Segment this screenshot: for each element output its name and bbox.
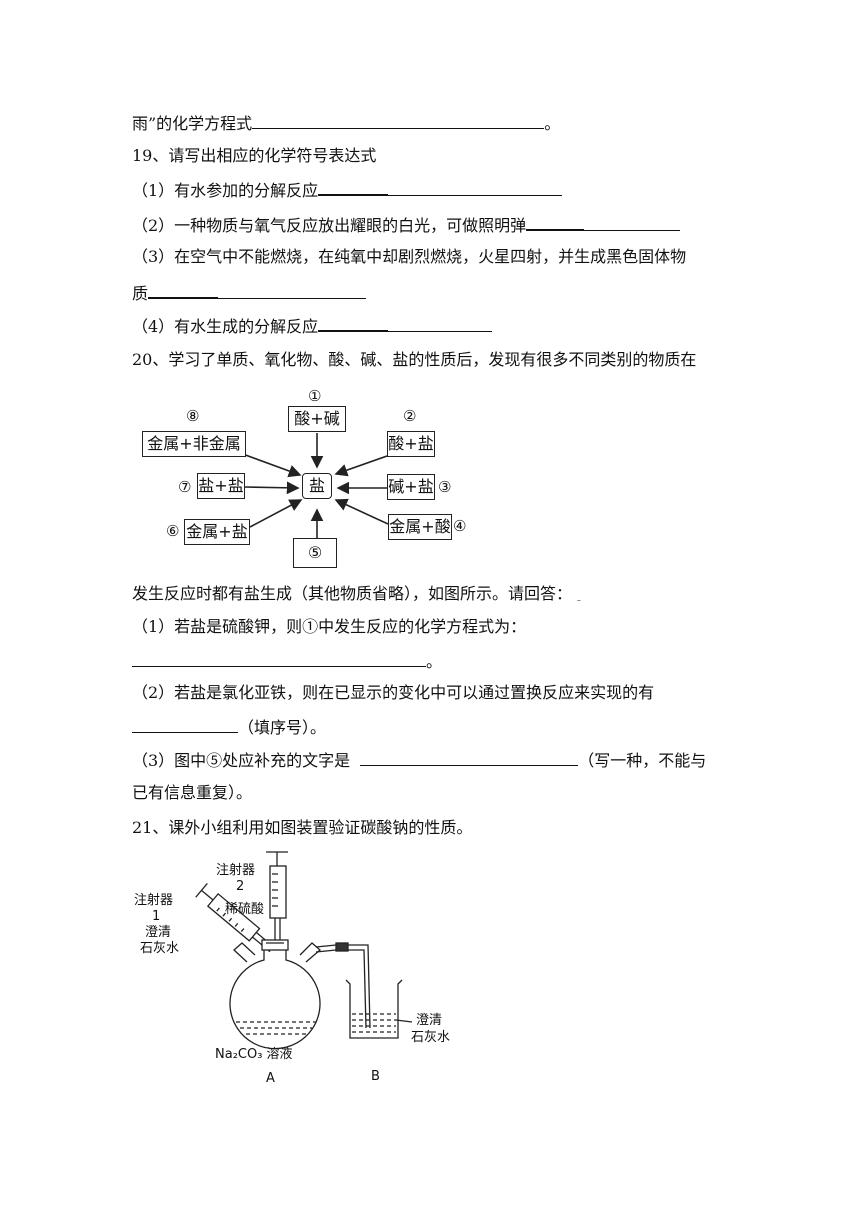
syringe-1-label: 注射器	[134, 892, 173, 908]
apparatus-label-a: A	[266, 1071, 275, 1086]
flask-left-neck	[233, 942, 256, 963]
box-1-acid-base: 酸+碱	[288, 406, 346, 432]
limewater-1-label-a: 澄清	[145, 925, 171, 940]
label-num-3: ③	[438, 478, 452, 496]
box-7-salt-salt: 盐+盐	[197, 473, 245, 499]
delivery-tube	[315, 944, 371, 1029]
q19-item-1-text: （1）有水参加的分解反应	[132, 181, 319, 200]
label-num-1: ①	[308, 387, 322, 405]
q20-sub-1: （1）若盐是硫酸钾，则①中发生反应的化学方程式为：	[132, 617, 527, 636]
syringe-2-number: 2	[236, 879, 244, 894]
limewater-2-label-a: 澄清	[416, 1013, 442, 1028]
label-num-4: ④	[453, 517, 467, 535]
q20-sub-2-end: （填序号）。	[238, 718, 327, 737]
box-4-metal-acid: 金属+酸	[388, 514, 452, 540]
q19-item-4-blank-b[interactable]	[388, 315, 493, 332]
q20-sub-1-end: 。	[426, 652, 443, 671]
q20-sub-2-answer: （填序号）。	[132, 716, 326, 739]
q20-sub-2-blank[interactable]	[132, 716, 238, 733]
q20-sub-3-cont: 已有信息重复）。	[132, 783, 253, 802]
q20-sub-1-answer: 。	[132, 650, 442, 673]
q19-item-4-text: （4）有水生成的分解反应	[132, 317, 319, 336]
q19-item-3-blank-a[interactable]	[148, 281, 219, 299]
label-num-7: ⑦	[178, 478, 192, 496]
q20-after-diagram: 发生反应时都有盐生成（其他物质省略），如图所示。请回答： ˍ	[132, 584, 582, 603]
acid-label: 稀硫酸	[225, 902, 264, 917]
q20-sub-3-blank[interactable]	[360, 749, 579, 766]
limewater-2-label-b: 石灰水	[411, 1030, 450, 1045]
arrow-6	[249, 499, 303, 528]
box-8-metal-nonmetal: 金属+非金属	[142, 431, 246, 457]
q21-title: 21、课外小组利用如图装置验证碳酸钠的性质。	[132, 818, 473, 837]
q20-sub-1-blank[interactable]	[132, 650, 426, 667]
q19-item-2-blank-a[interactable]	[526, 213, 585, 231]
flask-body	[229, 948, 321, 1050]
q19-item-3-blank-b[interactable]	[218, 282, 367, 299]
box-2-acid-salt: 酸+盐	[387, 431, 435, 457]
q20-sub-2: （2）若盐是氯化亚铁，则在已显示的变化中可以通过置换反应来实现的有	[132, 683, 655, 702]
syringe-2-label: 注射器	[216, 862, 255, 878]
box-5-blank: ⑤	[293, 538, 337, 568]
q19-item-4: （4）有水生成的分解反应	[132, 314, 493, 338]
q19-title: 19、请写出相应的化学符号表达式	[132, 146, 377, 165]
q18-text: 雨”的化学方程式	[132, 114, 253, 133]
arrow-2	[334, 455, 388, 477]
arrow-7	[244, 481, 300, 495]
label-num-6: ⑥	[166, 522, 180, 540]
q18-answer-blank[interactable]	[252, 112, 545, 129]
q19-item-3: （3）在空气中不能燃烧，在纯氧中却剧烈燃烧，火星四射，并生成黑色固体物	[132, 247, 687, 266]
arrow-8	[239, 452, 302, 478]
q19-item-2-text: （2）一种物质与氧气反应放出耀眼的白光，可做照明弹	[132, 216, 527, 235]
q20-title: 20、学习了单质、氧化物、酸、碱、盐的性质后，发现有很多不同类别的物质在	[132, 350, 697, 369]
q18-end: 。	[544, 114, 561, 133]
syringe-2-barrel	[269, 865, 287, 919]
label-num-5: ⑤	[307, 543, 323, 562]
q20-sub-3-text: （3）图中⑤处应补充的文字是	[132, 751, 351, 770]
arrow-4	[334, 498, 389, 525]
syringe-1-number: 1	[152, 909, 160, 924]
q19-item-3-cont: 质	[132, 281, 367, 305]
q20-sub-3: （3）图中⑤处应补充的文字是 （写一种，不能与	[132, 749, 706, 772]
limewater-1-label-b: 石灰水	[140, 941, 179, 956]
solution-label: Na₂CO₃ 溶液	[215, 1047, 293, 1062]
q18-equation-line: 雨”的化学方程式 。	[132, 112, 560, 135]
box-6-metal-salt: 金属+盐	[184, 519, 250, 545]
beaker	[345, 979, 403, 1039]
q19-item-3-cont-text: 质	[132, 284, 149, 303]
q19-item-2: （2）一种物质与氧气反应放出耀眼的白光，可做照明弹	[132, 213, 681, 237]
box-3-base-salt: 碱+盐	[387, 474, 435, 500]
label-num-2: ②	[403, 407, 417, 425]
q19-item-1: （1）有水参加的分解反应	[132, 178, 563, 202]
q20-sub-3-end: （写一种，不能与	[578, 751, 707, 770]
center-salt-box: 盐	[302, 473, 332, 499]
q19-item-1-blank-a[interactable]	[318, 178, 389, 196]
q19-item-4-blank-a[interactable]	[318, 314, 389, 332]
q20-after-text: 发生反应时都有盐生成（其他物质省略），如图所示。请回答：	[132, 584, 573, 603]
q19-item-1-blank-b[interactable]	[388, 179, 563, 196]
q19-item-2-blank-b[interactable]	[584, 214, 681, 231]
label-num-8: ⑧	[186, 407, 200, 425]
apparatus-label-b: B	[371, 1069, 380, 1084]
